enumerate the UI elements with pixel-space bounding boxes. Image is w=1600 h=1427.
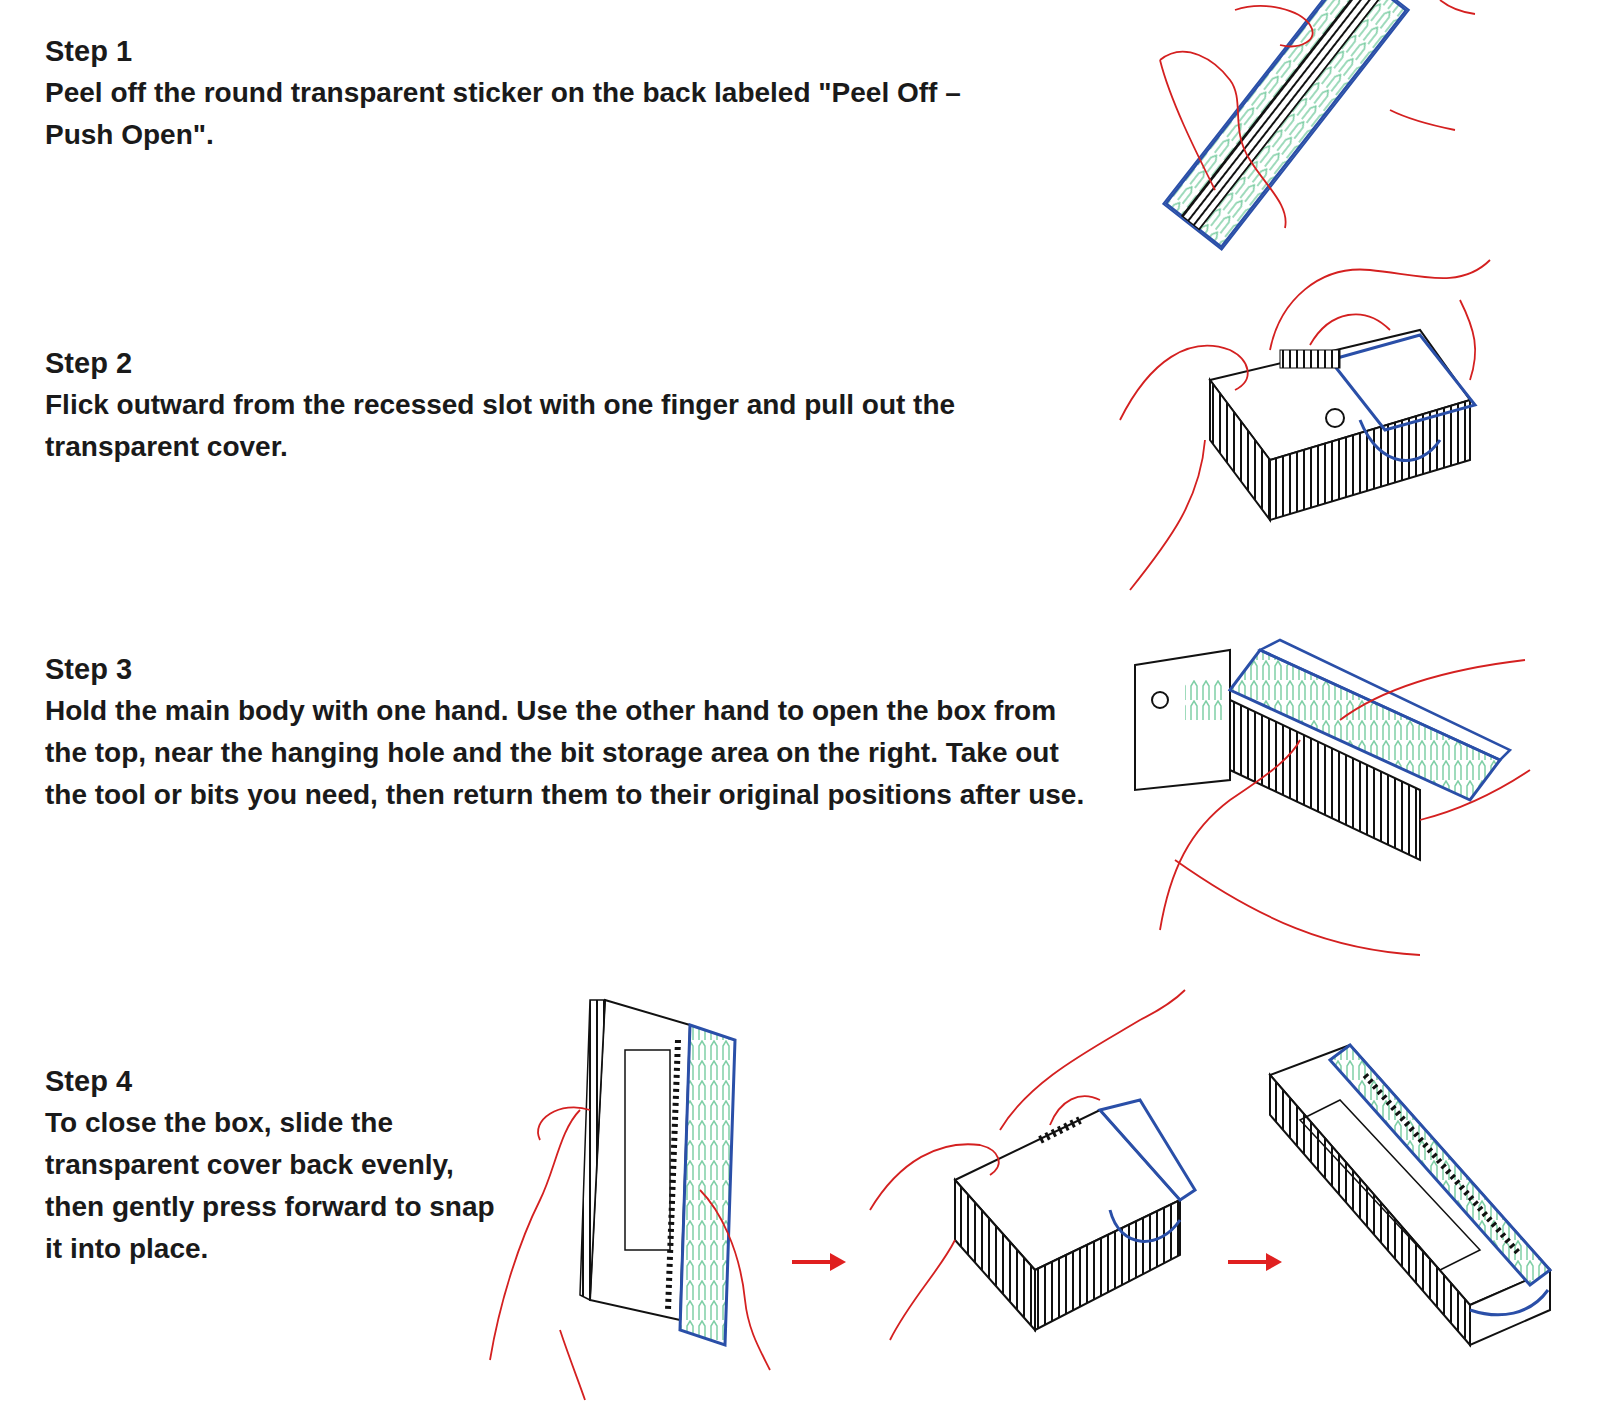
step-instruction: To close the box, slide the transparent … [45,1102,495,1270]
step-heading: Step 3 [45,648,545,690]
figure-step-4-slide [490,1000,770,1400]
figure-step-1 [1160,0,1475,249]
figure-step-2 [1120,260,1490,590]
step-instruction: Peel off the round transparent sticker o… [45,72,1005,156]
figure-step-4-closed [1270,1045,1550,1345]
figure-step-4-press [870,990,1195,1340]
step-instruction: Flick outward from the recessed slot wit… [45,384,1005,468]
figure-step-3 [1135,640,1530,955]
step-heading: Step 4 [45,1060,465,1102]
step-heading: Step 1 [45,30,545,72]
step-instruction: Hold the main body with one hand. Use th… [45,690,1095,816]
step-heading: Step 2 [45,342,545,384]
